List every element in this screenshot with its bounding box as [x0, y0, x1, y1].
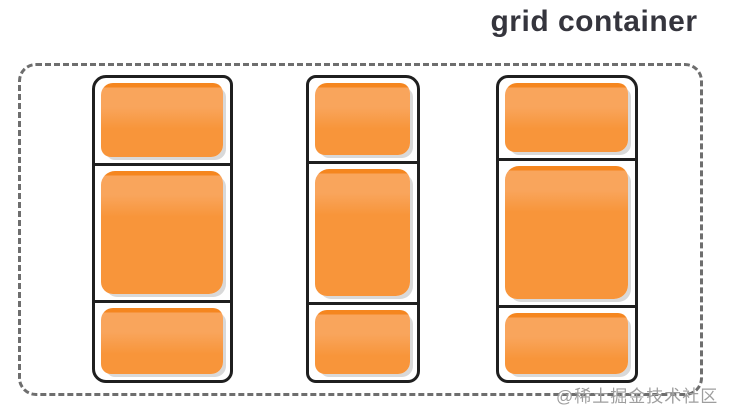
grid-cell [95, 162, 230, 300]
grid-item [315, 168, 410, 297]
grid-item [505, 83, 628, 152]
grid-column-2 [306, 75, 420, 383]
grid-column-3 [496, 75, 638, 383]
grid-cell [499, 157, 635, 305]
grid-cell [499, 78, 635, 158]
grid-cell [309, 160, 417, 302]
grid-item [505, 312, 628, 374]
watermark: @稀土掘金技术社区 [556, 387, 719, 406]
grid-item [101, 170, 223, 295]
grid-item [315, 83, 410, 155]
grid-cell [309, 78, 417, 161]
grid-column-1 [92, 75, 233, 383]
grid-item [101, 308, 223, 374]
grid-cell [95, 300, 230, 380]
grid-cell [499, 304, 635, 380]
grid-item [315, 310, 410, 374]
diagram-title: grid container [490, 5, 698, 38]
grid-cell [309, 302, 417, 380]
grid-container-outline [18, 63, 703, 396]
grid-item [505, 165, 628, 299]
grid-item [101, 83, 223, 157]
grid-cell [95, 78, 230, 163]
